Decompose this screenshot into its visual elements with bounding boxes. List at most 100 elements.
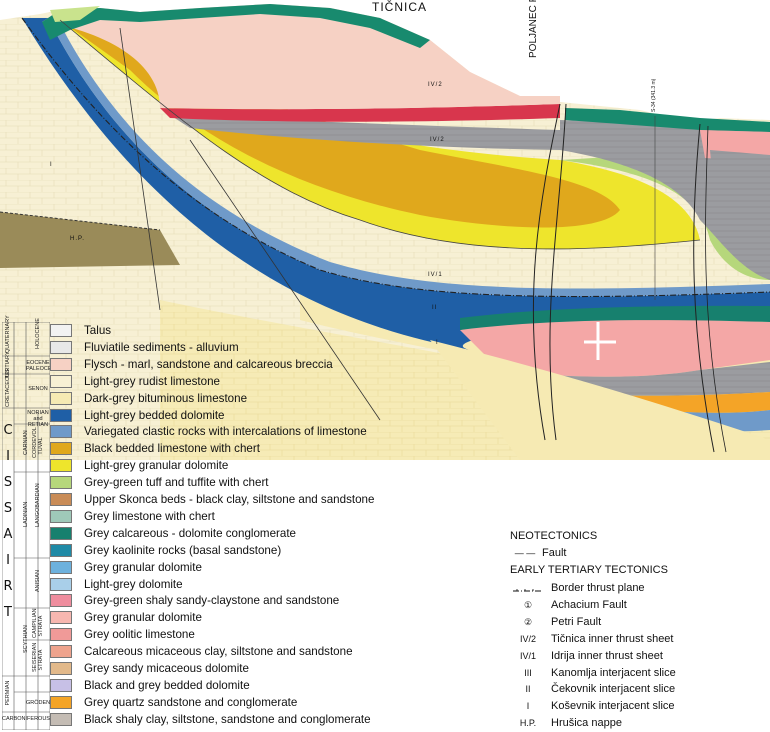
legend-label: Black shaly clay, siltstone, sandstone a… xyxy=(84,712,371,726)
legend-label: Light-grey granular dolomite xyxy=(84,459,229,473)
tectonics-label: Hrušica nappe xyxy=(551,717,622,730)
legend-item: Grey granular dolomite xyxy=(2,609,507,626)
legend-label: Grey-green shaly sandy-claystone and san… xyxy=(84,594,340,608)
grey-limestone-band xyxy=(170,115,560,150)
sub-eocene: EOCENE PALEOCEN xyxy=(26,360,56,372)
legend-swatch xyxy=(50,340,72,354)
sheet-label-i-left: I xyxy=(50,162,53,168)
legend-item: Grey sandy micaceous dolomite xyxy=(2,660,507,677)
legend-item: Grey granular dolomite xyxy=(2,559,507,576)
sub-senon: SENON xyxy=(28,386,48,392)
legend-label: Grey oolitic limestone xyxy=(84,628,195,642)
legend-item: Grey-green shaly sandy-claystone and san… xyxy=(2,592,507,609)
legend-swatch xyxy=(50,442,72,456)
tectonics-label: Petri Fault xyxy=(551,615,602,628)
tectonics-symbol: IV/1 xyxy=(519,650,536,661)
green-cap xyxy=(42,4,430,48)
legend-item: Light-grey dolomite xyxy=(2,576,507,593)
tectonics-item: III Kanomlja interjacent slice xyxy=(510,665,765,682)
bottom-slope xyxy=(430,340,770,460)
sub-norian: NORIAN and RETIAN xyxy=(27,410,49,428)
tectonics-label: Border thrust plane xyxy=(551,582,645,594)
legend-item: Black bedded limestone with chert xyxy=(2,440,507,457)
legend-label: Talus xyxy=(84,324,112,337)
lower-slice-pink xyxy=(460,315,770,377)
legend-swatch xyxy=(50,408,72,422)
tectonics-label: Čekovnik interjacent slice xyxy=(551,683,676,696)
sheet-label-ii: II xyxy=(432,305,438,311)
legend-swatch xyxy=(50,526,72,540)
legend-swatch xyxy=(50,391,72,405)
neotectonics-heading: NEOTECTONICS xyxy=(510,530,598,542)
section-title: TIČNICA xyxy=(372,0,427,14)
legend-label: Grey limestone with chert xyxy=(84,509,215,523)
legend-label: Black and grey bedded dolomite xyxy=(84,678,250,692)
tectonics-symbol: ① xyxy=(523,599,533,610)
legend-item: Talus xyxy=(2,322,507,339)
border-thrust-symbol xyxy=(510,580,546,603)
legend-item: Flysch - marl, sandstone and calcareous … xyxy=(2,356,507,373)
legend-label: Light-grey dolomite xyxy=(84,577,183,591)
sub-groden: GRÖDEN xyxy=(26,700,51,706)
legend-item: Grey oolitic limestone xyxy=(2,626,507,643)
legend-label: Grey granular dolomite xyxy=(84,560,202,574)
legend-item: Light-grey granular dolomite xyxy=(2,457,507,474)
legend-label: Grey granular dolomite xyxy=(84,611,202,625)
tectonics-symbol: H.P. xyxy=(519,718,537,729)
period-carboniferous: CARBONIFEROUS xyxy=(2,716,50,722)
geological-cross-section xyxy=(0,0,770,460)
sheet-label-i-right: I xyxy=(436,340,439,346)
legend-swatch xyxy=(50,611,72,625)
legend-label: Grey quartz sandstone and conglomerate xyxy=(84,695,298,709)
legend-label: Calcareous micaceous clay, siltstone and… xyxy=(84,645,353,659)
legend-swatch xyxy=(50,662,72,675)
legend-label: Black bedded limestone with chert xyxy=(84,442,260,456)
legend-label: Grey kaolinite rocks (basal sandstone) xyxy=(84,543,282,557)
tectonics-label: Idrija inner thrust sheet xyxy=(551,649,663,662)
legend-swatch xyxy=(50,476,72,490)
borehole xyxy=(584,322,616,360)
legend-label: Light-grey rudist limestone xyxy=(84,374,220,388)
legend-item: Grey calcareous - dolomite conglomerate xyxy=(2,525,507,542)
tectonics-symbol: ② xyxy=(523,616,533,627)
tectonics-label: Kanomlja interjacent slice xyxy=(551,666,676,679)
legend-label: Grey-green tuff and tuffite with chert xyxy=(84,476,269,490)
legend-swatch xyxy=(50,645,72,659)
tectonics-item: ① Achacium Fault xyxy=(510,597,765,614)
tectonics-item: Border thrust plane xyxy=(510,580,765,597)
poljanec-fault-line xyxy=(532,103,561,441)
sky xyxy=(0,0,770,122)
legend-label: Fluviatile sediments - alluvium xyxy=(84,340,239,354)
tectonics-label: Koševnik interjacent slice xyxy=(551,700,675,713)
fault-symbol: — — xyxy=(514,548,536,558)
sheet-label-hp: H.P. xyxy=(70,236,85,242)
legend-label: Light-grey bedded dolomite xyxy=(84,408,225,422)
tectonics-item: IV/1 Idrija inner thrust sheet xyxy=(510,648,765,665)
legend-swatch xyxy=(50,695,72,709)
tectonics-symbol: III xyxy=(524,667,532,678)
fault-label: POLJANEC Fault xyxy=(528,0,539,58)
legend-swatch xyxy=(50,560,72,574)
legend-swatch xyxy=(50,577,72,591)
legend-swatch xyxy=(50,459,72,473)
tectonics-label: Achacium Fault xyxy=(551,598,627,611)
legend-swatch xyxy=(50,374,72,388)
legend-item: Calcareous micaceous clay, siltstone and… xyxy=(2,643,507,660)
legend-swatch xyxy=(50,678,72,692)
fault-legend-label: Fault xyxy=(542,547,567,559)
lower-right-grey-blocks xyxy=(710,150,770,250)
legend-label: Upper Skonca beds - black clay, siltston… xyxy=(84,493,375,506)
legend-swatch xyxy=(50,712,72,726)
tectonics-item: ② Petri Fault xyxy=(510,614,765,631)
legend-swatch xyxy=(50,357,72,371)
lower-slice-green xyxy=(460,305,770,330)
legend-swatch xyxy=(50,543,72,557)
legend-item: Grey quartz sandstone and conglomerate xyxy=(2,694,507,711)
legend-item: Black and grey bedded dolomite xyxy=(2,677,507,694)
legend-item: Light-grey rudist limestone xyxy=(2,373,507,390)
legend-swatch xyxy=(50,324,72,337)
legend-item: Dark-grey bituminous limestone xyxy=(2,390,507,407)
tectonics-symbol: I xyxy=(526,701,530,712)
hrusica-nappe xyxy=(0,212,180,268)
